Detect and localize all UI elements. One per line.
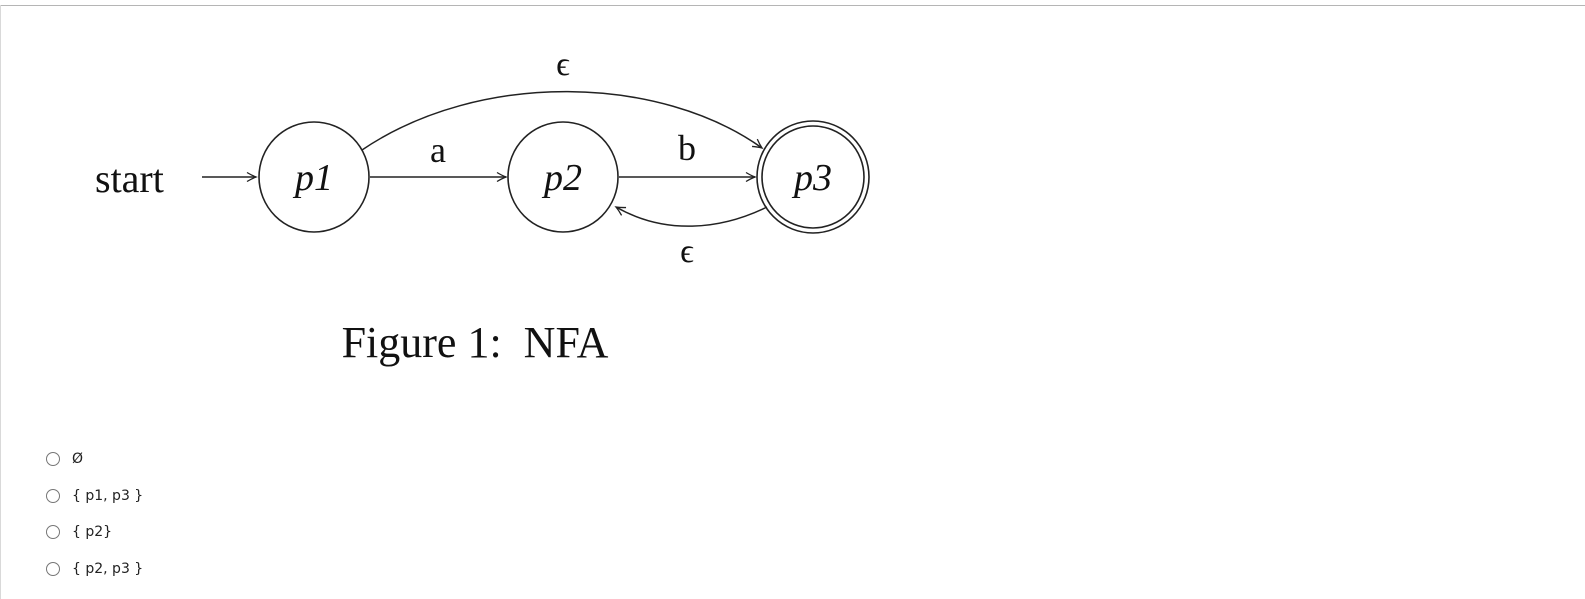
option-empty-set-radio[interactable] bbox=[46, 452, 60, 467]
nfa-diagram: start p1 p2 p3 a b ϵ ϵ Figure 1: NFA bbox=[95, 46, 870, 367]
option-empty-set[interactable]: Ø bbox=[46, 441, 143, 478]
option-p1-p3-label: { p1, p3 } bbox=[72, 487, 144, 504]
transition-p1-p3-label: ϵ bbox=[556, 46, 570, 83]
answer-options: Ø { p1, p3 } { p2} { p2, p3 } bbox=[46, 441, 143, 587]
state-p1-label: p1 bbox=[292, 157, 333, 199]
state-p3-inner-circle bbox=[761, 125, 865, 229]
figure-caption: Figure 1: NFA bbox=[342, 318, 609, 367]
option-p2-label: { p2} bbox=[72, 524, 113, 541]
transition-p2-p3-label: b bbox=[678, 128, 696, 168]
transition-p3-p2-arc bbox=[614, 206, 768, 227]
top-divider bbox=[0, 5, 1585, 6]
option-empty-set-label: Ø bbox=[72, 451, 84, 468]
state-p2-label: p2 bbox=[541, 157, 582, 199]
option-p1-p3[interactable]: { p1, p3 } bbox=[46, 478, 143, 515]
state-p2-circle bbox=[507, 121, 619, 233]
left-divider bbox=[0, 5, 1, 599]
nfa-figure: start p1 p2 p3 a b ϵ ϵ Figure 1: NFA bbox=[0, 0, 900, 400]
option-p2-p3[interactable]: { p2, p3 } bbox=[46, 551, 143, 588]
transition-p3-p2-label: ϵ bbox=[680, 233, 694, 270]
option-p2-p3-radio[interactable] bbox=[46, 561, 60, 576]
transition-p1-p3-arc bbox=[361, 90, 764, 151]
state-p3-outer-circle bbox=[756, 120, 870, 234]
option-p2-radio[interactable] bbox=[46, 525, 60, 540]
transition-p1-p2-label: a bbox=[430, 130, 446, 170]
start-label: start bbox=[95, 156, 164, 201]
state-p3-label: p3 bbox=[791, 157, 832, 199]
option-p1-p3-radio[interactable] bbox=[46, 488, 60, 503]
state-p1-circle bbox=[258, 121, 370, 233]
option-p2[interactable]: { p2} bbox=[46, 514, 143, 551]
option-p2-p3-label: { p2, p3 } bbox=[72, 560, 144, 577]
